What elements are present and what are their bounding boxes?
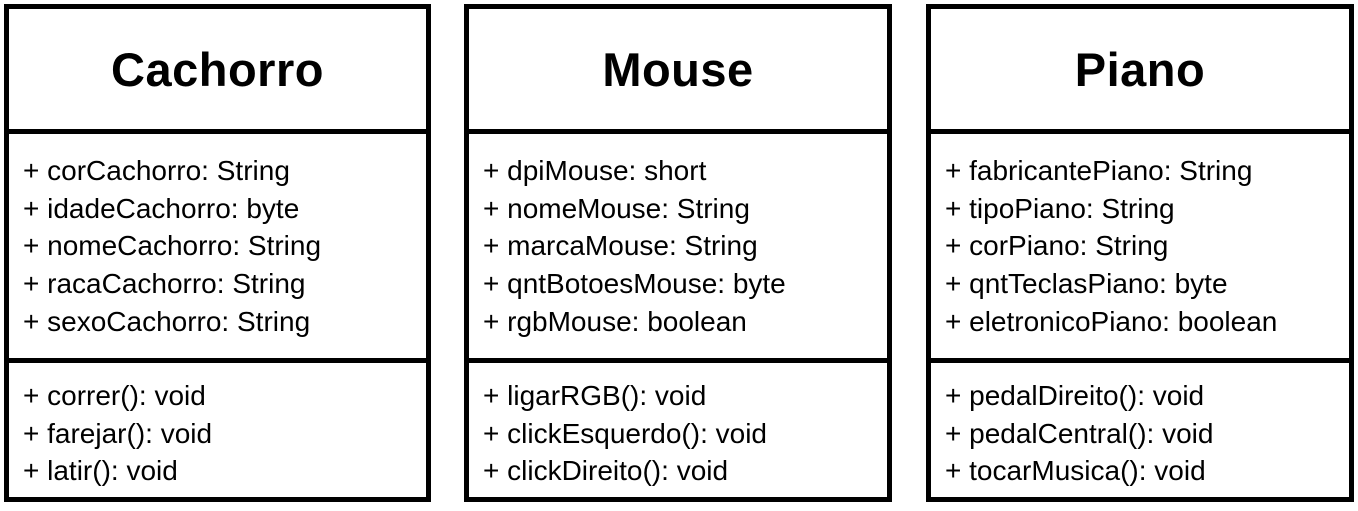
operation: + ligarRGB(): void bbox=[483, 380, 707, 411]
operations-compartment: + ligarRGB(): void + clickEsquerdo(): vo… bbox=[483, 377, 883, 490]
attribute: + idadeCachorro: byte bbox=[23, 192, 300, 224]
compartment-divider bbox=[9, 358, 426, 363]
attribute: + corCachorro: String bbox=[23, 155, 290, 186]
attributes-compartment: + fabricantePiano: String + tipoPiano: S… bbox=[945, 152, 1345, 341]
compartment-divider bbox=[469, 358, 887, 363]
compartment-divider bbox=[931, 358, 1349, 363]
operation: + tocarMusica(): void bbox=[945, 455, 1206, 487]
operation: + farejar(): void bbox=[23, 417, 213, 449]
attribute: + nomeMouse: String bbox=[483, 192, 750, 224]
attributes-compartment: + corCachorro: String + idadeCachorro: b… bbox=[23, 152, 422, 341]
attribute: + eletronicoPiano: boolean bbox=[945, 305, 1278, 337]
class-name: Mouse bbox=[602, 42, 754, 96]
attribute: + marcaMouse: String bbox=[483, 230, 758, 262]
class-box-piano: Piano + fabricantePiano: String + tipoPi… bbox=[926, 4, 1354, 502]
attributes-compartment: + dpiMouse: short + nomeMouse: String + … bbox=[483, 152, 883, 341]
operation: + correr(): void bbox=[23, 380, 206, 411]
operation: + latir(): void bbox=[23, 455, 178, 487]
class-name: Piano bbox=[1074, 42, 1206, 96]
attribute: + sexoCachorro: String bbox=[23, 305, 311, 337]
attribute: + rgbMouse: boolean bbox=[483, 305, 747, 337]
operation: + clickEsquerdo(): void bbox=[483, 417, 768, 449]
attribute: + corPiano: String bbox=[945, 230, 1169, 262]
attribute: + fabricantePiano: String bbox=[945, 155, 1253, 186]
operations-compartment: + pedalDireito(): void + pedalCentral():… bbox=[945, 377, 1345, 490]
attribute: + qntBotoesMouse: byte bbox=[483, 268, 786, 300]
operations-compartment: + correr(): void + farejar(): void + lat… bbox=[23, 377, 422, 490]
attribute: + nomeCachorro: String bbox=[23, 230, 322, 262]
attribute: + racaCachorro: String bbox=[23, 268, 306, 300]
compartment-divider bbox=[469, 129, 887, 134]
operation: + pedalDireito(): void bbox=[945, 380, 1205, 411]
compartment-divider bbox=[931, 129, 1349, 134]
class-box-cachorro: Cachorro + corCachorro: String + idadeCa… bbox=[4, 4, 431, 502]
operation: + pedalCentral(): void bbox=[945, 417, 1214, 449]
compartment-divider bbox=[9, 129, 426, 134]
class-box-mouse: Mouse + dpiMouse: short + nomeMouse: Str… bbox=[464, 4, 892, 502]
attribute: + dpiMouse: short bbox=[483, 155, 707, 186]
attribute: + qntTeclasPiano: byte bbox=[945, 268, 1228, 300]
attribute: + tipoPiano: String bbox=[945, 192, 1175, 224]
operation: + clickDireito(): void bbox=[483, 455, 729, 487]
class-name: Cachorro bbox=[111, 42, 324, 96]
